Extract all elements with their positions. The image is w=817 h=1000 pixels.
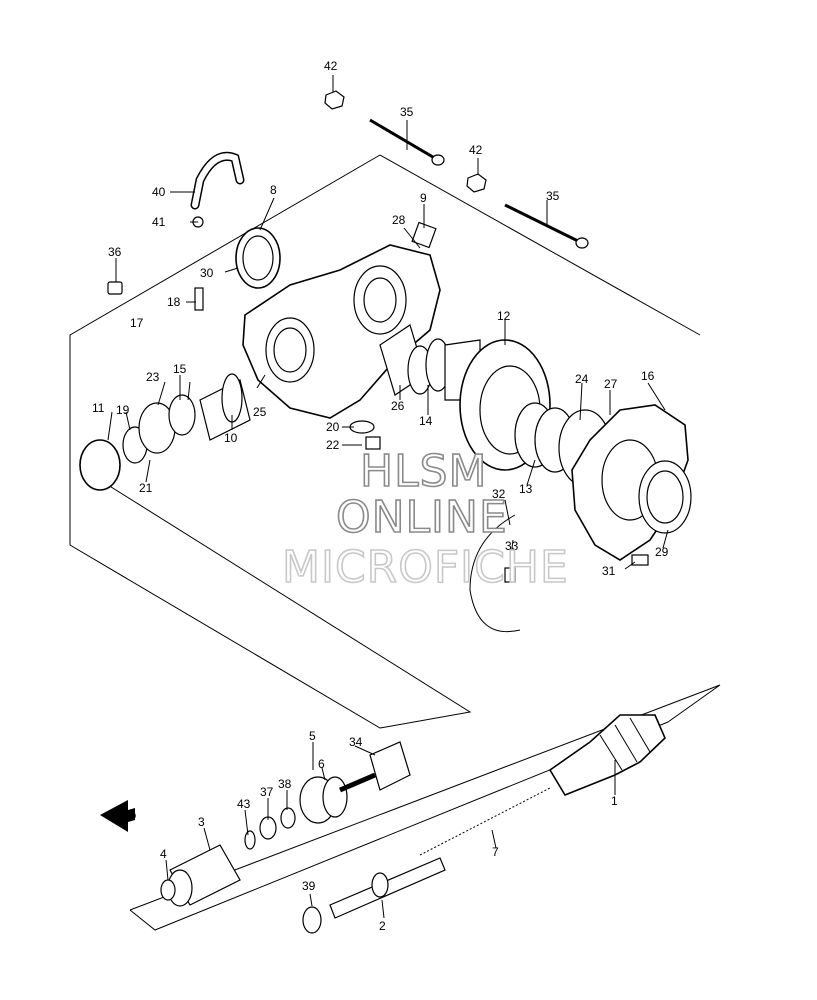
callout-38: 38 bbox=[278, 777, 292, 791]
callout-13: 13 bbox=[519, 482, 533, 496]
coupling-part bbox=[369, 741, 411, 791]
callout-24: 24 bbox=[575, 372, 589, 386]
callout-28: 28 bbox=[392, 213, 406, 227]
callout-26: 26 bbox=[391, 399, 405, 413]
callout-42b: 42 bbox=[469, 143, 483, 157]
callout-8: 8 bbox=[270, 183, 277, 197]
callout-42a: 42 bbox=[324, 59, 338, 73]
nut-part bbox=[324, 90, 345, 110]
callout-34: 34 bbox=[349, 735, 363, 749]
arrow-fwd-icon: FWD bbox=[100, 800, 137, 832]
callout-30: 30 bbox=[200, 266, 214, 280]
watermark-line2: ONLINE bbox=[336, 492, 508, 543]
spring-part bbox=[419, 787, 551, 856]
watermark: HLSM ONLINE MICROFICHE bbox=[281, 445, 569, 594]
callout-16: 16 bbox=[641, 369, 655, 383]
callout-27: 27 bbox=[604, 377, 618, 391]
callout-32: 32 bbox=[492, 487, 506, 501]
upper-frame-outline bbox=[69, 154, 701, 729]
watermark-line1: HLSM bbox=[360, 446, 488, 497]
retaining-wire-part bbox=[469, 514, 521, 633]
callout-33: 33 bbox=[505, 539, 519, 553]
callout-9: 9 bbox=[420, 191, 427, 205]
callout-31: 31 bbox=[602, 564, 616, 578]
callout-11: 11 bbox=[92, 401, 105, 415]
callout-labels: 42 35 42 35 40 8 9 28 41 36 30 18 17 12 … bbox=[92, 59, 669, 933]
callout-29: 29 bbox=[655, 545, 669, 559]
callout-43: 43 bbox=[237, 797, 251, 811]
callout-3: 3 bbox=[198, 815, 205, 829]
callout-2: 2 bbox=[379, 919, 386, 933]
callout-17: 17 bbox=[130, 316, 144, 330]
bolt-part bbox=[431, 154, 445, 166]
callout-36: 36 bbox=[108, 245, 122, 259]
callout-21: 21 bbox=[139, 481, 153, 495]
lower-frame-outline bbox=[129, 684, 721, 931]
callout-37: 37 bbox=[260, 785, 274, 799]
callout-35b: 35 bbox=[546, 189, 560, 203]
callout-15: 15 bbox=[173, 362, 187, 376]
callout-35a: 35 bbox=[400, 105, 414, 119]
o-ring-part bbox=[160, 879, 176, 901]
callout-5: 5 bbox=[309, 729, 316, 743]
pinion-nut-part bbox=[79, 439, 121, 491]
callout-4: 4 bbox=[160, 847, 167, 861]
callout-18: 18 bbox=[167, 295, 181, 309]
leader-lines bbox=[107, 75, 669, 919]
watermark-line3: MICROFICHE bbox=[282, 542, 569, 593]
callout-6: 6 bbox=[318, 757, 325, 771]
breather-part bbox=[411, 221, 437, 249]
callout-25: 25 bbox=[253, 405, 267, 419]
callout-7: 7 bbox=[492, 845, 499, 859]
callout-40: 40 bbox=[152, 185, 166, 199]
callout-22: 22 bbox=[326, 438, 340, 452]
callout-10: 10 bbox=[224, 431, 238, 445]
shaft-boot-part bbox=[548, 714, 666, 796]
svg-text:FWD: FWD bbox=[109, 809, 137, 823]
callout-19: 19 bbox=[116, 403, 130, 417]
callout-14: 14 bbox=[419, 414, 433, 428]
callout-12: 12 bbox=[497, 309, 511, 323]
callout-23: 23 bbox=[146, 370, 160, 384]
callout-39: 39 bbox=[302, 879, 316, 893]
callout-41: 41 bbox=[152, 215, 166, 229]
callout-20: 20 bbox=[326, 420, 340, 434]
callout-1: 1 bbox=[611, 794, 618, 808]
